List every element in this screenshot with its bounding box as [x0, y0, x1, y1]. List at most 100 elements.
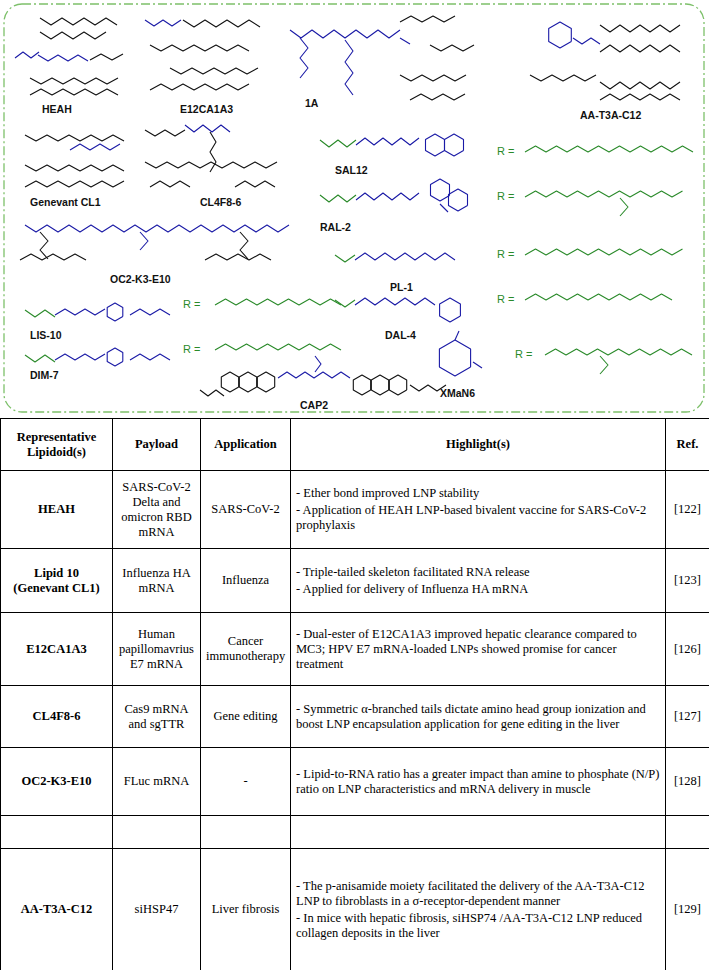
compound-name: DIM-7 [30, 370, 59, 382]
table-text: Lipid 10 (Genevant CL1) [6, 566, 107, 596]
table-text: - Triple-tailed skeleton facilitated RNA… [296, 565, 660, 580]
r-group-label: R = [515, 348, 532, 360]
table-cell: Representative Lipidoid(s) [1, 419, 113, 471]
bond-chain [410, 94, 465, 100]
bond-chain [600, 82, 680, 89]
bond-chain [320, 195, 356, 202]
bond-chain [40, 232, 48, 259]
bond-chain [150, 84, 249, 90]
compound-name: CL4F8-6 [200, 197, 241, 209]
bond-chain [90, 54, 123, 60]
table-cell: Lipid 10 (Genevant CL1) [1, 549, 113, 613]
table-text: - Application of HEAH LNP-based bivalent… [296, 503, 660, 533]
column-header: Application [206, 437, 285, 452]
compound-name: LIS-10 [30, 330, 62, 342]
bond-chain [355, 298, 435, 305]
bond-chain [240, 232, 248, 259]
bond-chain [440, 298, 461, 322]
bond-chain [278, 372, 350, 378]
bond-chain [25, 225, 289, 232]
bond-chain [353, 375, 370, 395]
table-cell: Payload [113, 419, 201, 471]
compound-name: XMaN6 [440, 388, 475, 400]
table-text: AA-T3A-C12 [6, 902, 107, 917]
bond-chain [55, 354, 105, 360]
table-cell: Liver fibrosis [201, 849, 291, 970]
column-header: Representative Lipidoid(s) [6, 430, 107, 460]
table-text: - Ether bond improved LNP stability [296, 486, 660, 501]
table-text: SARS-CoV-2 Delta and omicron RBD mRNA [118, 480, 195, 540]
bond-chain [400, 38, 410, 44]
bond-chain [150, 181, 190, 187]
bond-chain [145, 162, 277, 168]
table-cell: [127] [666, 686, 709, 748]
bond-chain [205, 254, 271, 260]
table-text: Cancer immunotherapy [206, 634, 285, 664]
table-text: - Symmetric α-branched tails dictate ami… [296, 702, 660, 732]
bond-chain [525, 146, 693, 152]
compound-name: SAL12 [335, 165, 368, 177]
bond-chain [221, 372, 238, 392]
table-cell: [122] [666, 471, 709, 549]
compound-name: OC2-K3-E10 [110, 274, 171, 286]
table-cell: Gene editing [201, 686, 291, 748]
column-header: Payload [118, 437, 195, 452]
bond-chain [525, 191, 683, 197]
compound-name: PL-1 [390, 282, 413, 294]
r-group-label: R = [497, 248, 514, 260]
compound-name: E12CA1A3 [180, 104, 233, 116]
r-group-label: R = [183, 298, 200, 310]
table-cell: Application [201, 419, 291, 471]
bond-chain [315, 356, 321, 372]
bond-chain [239, 372, 256, 392]
table-text: FLuc mRNA [118, 774, 195, 789]
bond-chain [20, 254, 86, 260]
table-cell [1, 816, 113, 849]
bond-chain [150, 45, 249, 51]
table-text: Cas9 mRNA and sgTTR [118, 702, 195, 732]
table-cell: CL4F8-6 [1, 686, 113, 748]
table-text: [128] [671, 774, 704, 789]
bond-chain [545, 349, 692, 355]
table-cell: OC2-K3-E10 [1, 748, 113, 816]
bond-chain [300, 38, 308, 78]
table-text: Liver fibrosis [206, 902, 285, 917]
table-cell [291, 816, 666, 849]
table-cell: [123] [666, 549, 709, 613]
bond-chain [25, 165, 124, 171]
table-text: CL4F8-6 [6, 709, 107, 724]
table-cell: - Ether bond improved LNP stability - App… [291, 471, 666, 549]
table-cell: HEAH [1, 471, 113, 549]
table-cell: - Triple-tailed skeleton facilitated RNA… [291, 549, 666, 613]
bond-chain [355, 253, 455, 260]
bond-chain [335, 255, 355, 262]
bond-chain [320, 140, 356, 147]
bond-chain [549, 22, 572, 48]
table-cell: [128] [666, 748, 709, 816]
bond-chain [25, 135, 124, 141]
column-header: Ref. [671, 437, 704, 452]
bond-chain [257, 372, 274, 392]
compound-name: CAP2 [300, 400, 328, 412]
bond-chain [130, 354, 170, 360]
bond-chain [235, 181, 275, 187]
bond-chain [170, 68, 258, 74]
table-text: - In mice with hepatic fibrosis, siHSP74… [296, 911, 660, 941]
bond-chain [290, 30, 400, 38]
compound-name: 1A [305, 98, 318, 110]
bond-chain [30, 89, 118, 95]
bond-chain [70, 144, 120, 150]
table-text: OC2-K3-E10 [6, 774, 107, 789]
table-cell: - Lipid-to-RNA ratio has a greater impac… [291, 748, 666, 816]
table-cell: [129] [666, 849, 709, 970]
bond-chain [439, 340, 470, 376]
table-cell: - The p-anisamide moiety facilitated the… [291, 849, 666, 970]
r-group-label: R = [497, 145, 514, 157]
bond-chain [440, 204, 448, 212]
bond-chain [573, 38, 600, 44]
bond-chain [371, 375, 388, 395]
bond-chain [600, 356, 608, 374]
r-group-label: R = [183, 343, 200, 355]
table-text: [123] [671, 573, 704, 588]
table-text: [129] [671, 902, 704, 917]
